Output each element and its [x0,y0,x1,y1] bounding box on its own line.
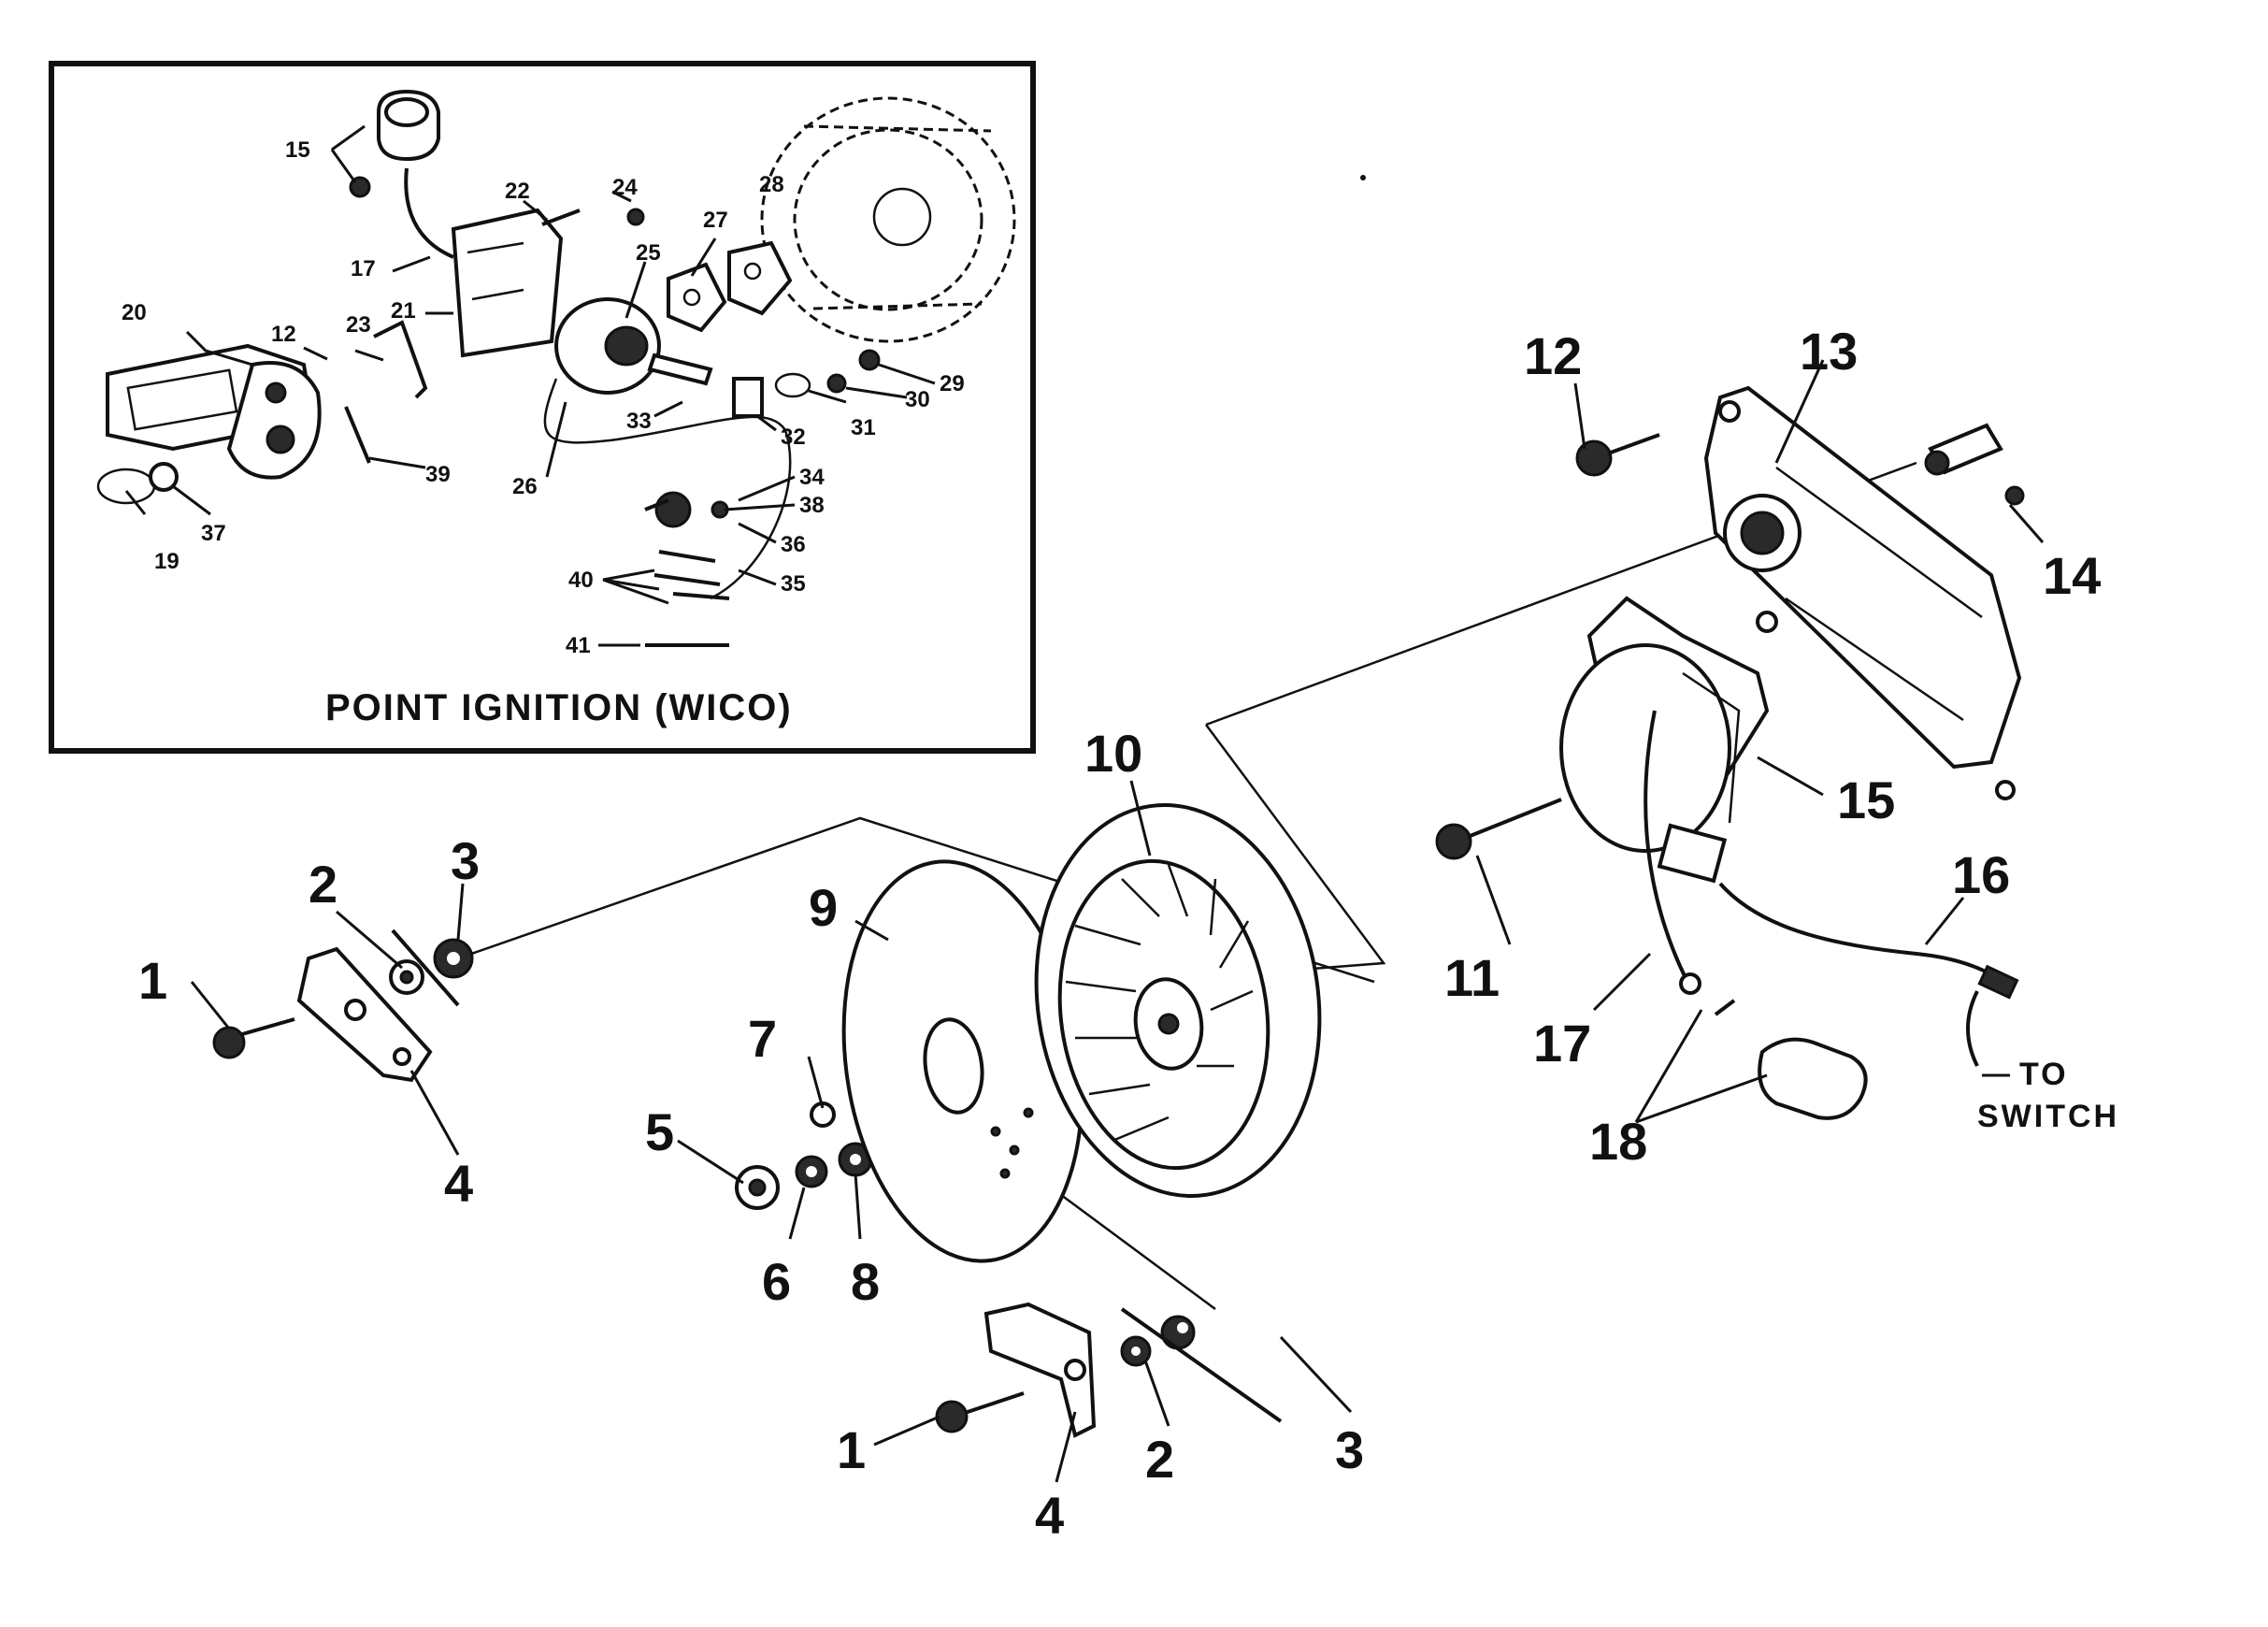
to-switch-note-line1: TO [2019,1057,2069,1092]
inset-label-37: 37 [201,521,226,546]
label-8: 8 [851,1252,880,1311]
screw-3-left [391,929,460,1007]
main-leaders [190,359,2045,1483]
inset-washer-37 [149,462,179,492]
armature-plate-13 [1703,385,2022,800]
label-18: 18 [1589,1112,1647,1171]
part-14 [1924,423,2025,506]
inset-spark-plug-boot [349,89,440,198]
inset-plate-27 [667,262,727,333]
wire-16 [1718,882,2002,984]
inset-screw-22 [541,209,581,226]
label-11: 11 [1444,948,1500,1007]
inset-plate-28 [727,240,793,316]
inset-spring-23 [373,320,428,399]
bracket-4-lower [983,1302,1097,1438]
inset-gasket-19 [96,468,156,505]
inset-label-20: 20 [122,300,147,325]
label-7: 7 [748,1009,777,1068]
left-bracket-assembly [212,929,474,1083]
label-1-left: 1 [138,951,167,1010]
inset-label-23: 23 [346,312,371,338]
inset-label-22: 22 [505,179,530,204]
ignition-coil-15 [1559,596,1770,884]
inset-pin-39 [344,406,371,464]
lower-bracket-assembly [935,1302,1283,1438]
bolt-11 [1435,798,1562,860]
inset-label-30: 30 [905,387,930,412]
to-switch-note-line2: SWITCH [1977,1099,2119,1134]
label-10: 10 [1084,724,1142,783]
spark-plug-boot-18 [1714,999,1868,1120]
inset-label-28: 28 [759,172,784,197]
inset-label-26: 26 [512,474,538,499]
label-2-lower: 2 [1145,1430,1174,1489]
inset-label-31: 31 [851,415,876,440]
label-6: 6 [762,1252,791,1311]
inset-label-38: 38 [799,493,825,518]
label-17: 17 [1533,1014,1591,1073]
inset-breaker-box [106,343,322,480]
inset-lead-wire [404,167,454,259]
label-3-left: 3 [451,831,480,890]
inset-frame [49,61,1036,754]
label-15: 15 [1837,770,1895,829]
inset-label-33: 33 [626,409,652,434]
inset-label-40: 40 [568,568,594,593]
point-ignition-inset: 15 17 21 23 20 12 22 24 25 27 28 29 30 3… [49,61,1036,754]
label-16: 16 [1952,845,2010,904]
inset-label-41: 41 [566,633,591,658]
inset-label-39: 39 [425,462,451,487]
inset-coil-bracket [451,208,564,358]
inset-label-34: 34 [799,465,825,490]
lead-wire-17 [1644,710,1689,983]
inset-label-24: 24 [612,175,638,200]
inset-label-19: 19 [154,549,179,574]
label-9: 9 [809,878,838,937]
inset-leaders [124,124,936,647]
label-2-left: 2 [309,855,337,914]
inset-coil [554,297,661,395]
inset-label-15: 15 [285,137,310,163]
inset-washer-30 [826,373,847,394]
inset-label-29: 29 [940,371,965,396]
inset-label-12: 12 [271,322,296,347]
inset-label-17: 17 [351,256,376,281]
label-4-left: 4 [444,1154,473,1213]
flywheel-screen-9 [841,859,1084,1263]
inset-label-32: 32 [781,425,806,450]
label-12: 12 [1524,326,1582,385]
label-14: 14 [2043,546,2101,605]
inset-flywheel [760,96,1016,343]
flywheel-nut-assembly [735,1101,873,1210]
flywheel-10 [1034,802,1322,1199]
inset-label-21: 21 [391,298,416,324]
inset-part-33 [647,353,713,386]
screw-12 [1575,433,1660,477]
inset-label-35: 35 [781,571,806,597]
label-13: 13 [1800,322,1858,381]
inset-label-25: 25 [636,240,661,266]
speck [1360,175,1366,180]
inset-screw-24 [626,208,645,226]
inset-part-32 [732,377,764,418]
inset-nut-29 [858,349,881,371]
inset-clip-31 [774,372,811,398]
label-1-lower: 1 [837,1420,866,1479]
inset-ground-wire [543,378,792,600]
label-4-lower: 4 [1035,1486,1064,1545]
inset-label-27: 27 [703,208,728,233]
inset-label-36: 36 [781,532,806,557]
screw-3-lower [1160,1315,1196,1350]
label-3-lower: 3 [1335,1420,1364,1479]
inset-points-cam [654,491,692,528]
inset-title: POINT IGNITION (WICO) [325,687,793,728]
label-5: 5 [645,1102,674,1161]
